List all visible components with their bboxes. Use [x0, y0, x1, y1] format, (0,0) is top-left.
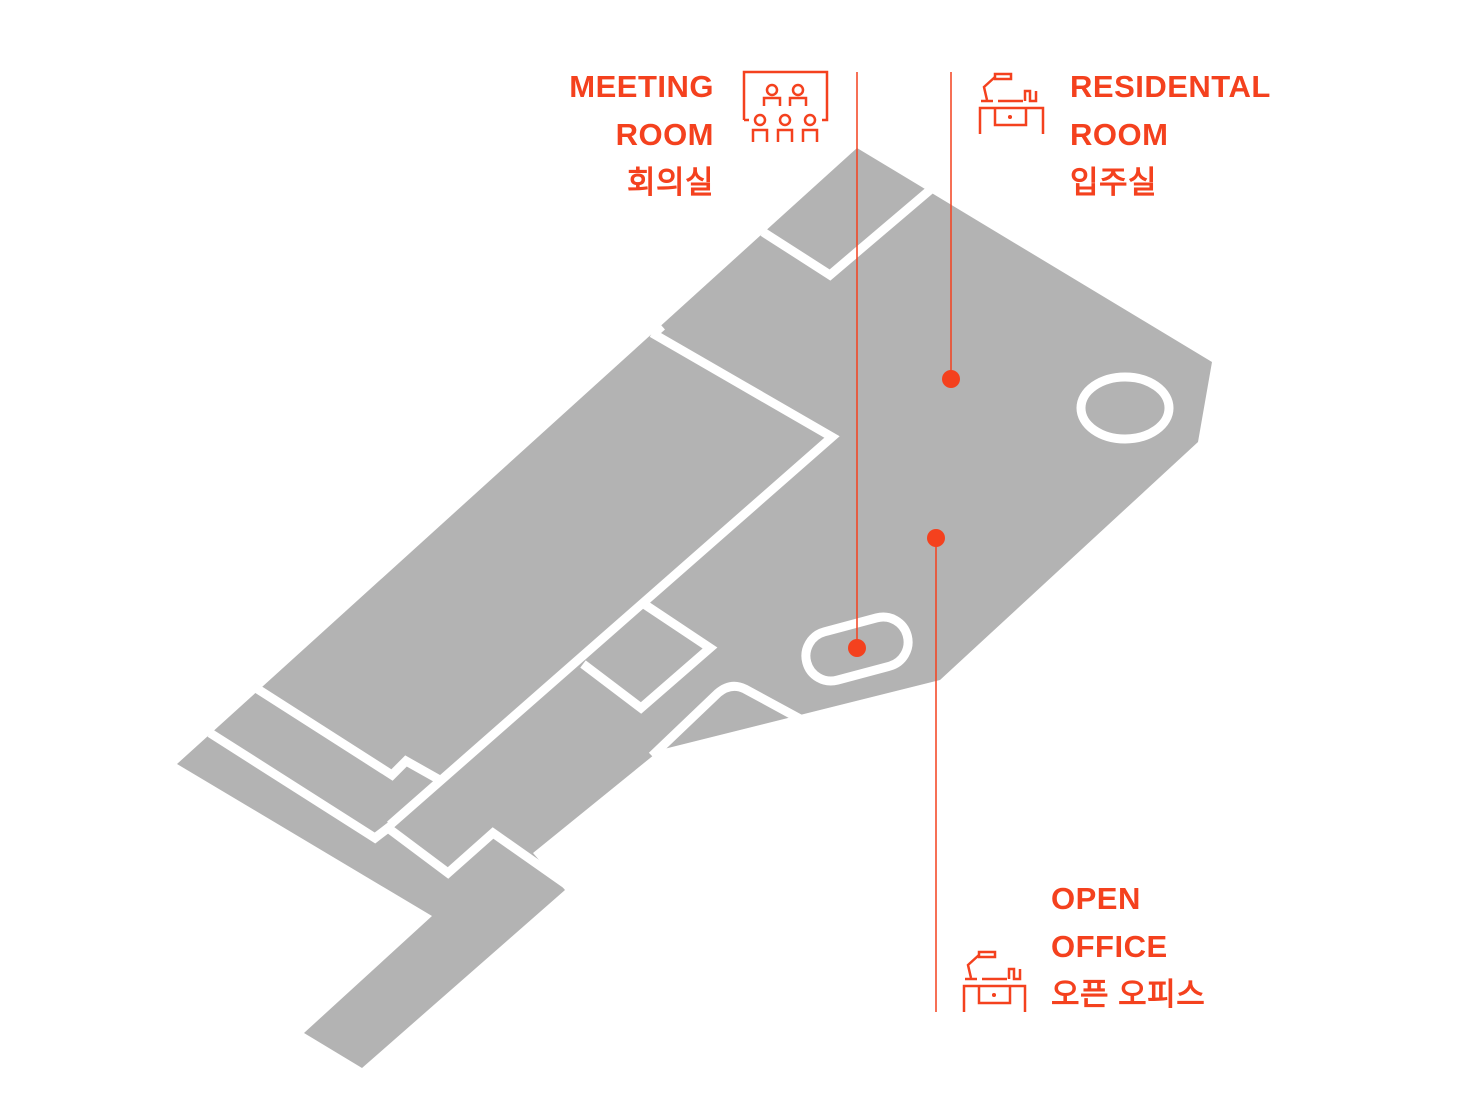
leader-lines: [856, 72, 952, 1012]
desk-lamp-icon: [978, 72, 1045, 134]
residental-room-marker[interactable]: [942, 370, 960, 388]
wall-strip-bottom: [207, 729, 570, 889]
round-table-right: [1076, 372, 1174, 444]
wall-top-room: [760, 186, 933, 281]
meeting-room-icon: [742, 70, 829, 142]
residental-room-label-korean: 입주실: [1070, 165, 1158, 200]
meeting-room-marker[interactable]: [848, 639, 866, 657]
wall-big-room-right: [387, 329, 840, 829]
residental-room-label: RESIDENTAL ROOM 입주실: [1070, 63, 1271, 207]
open-office-label-korean: 오픈 오피스: [1051, 977, 1206, 1012]
pill-table: [801, 612, 913, 686]
open-office-label: OPEN OFFICE 오픈 오피스: [1051, 875, 1205, 1019]
wall-small-box: [580, 600, 718, 714]
open-office-label-line1: OPEN: [1051, 881, 1141, 916]
meeting-room-label-korean: 회의실: [626, 165, 714, 200]
open-office-marker[interactable]: [927, 529, 945, 547]
wall-lobby: [648, 681, 805, 760]
walls: [207, 186, 1174, 889]
meeting-room-label-line2: ROOM: [615, 117, 714, 152]
meeting-room-label-line1: MEETING: [569, 69, 714, 104]
residental-room-label-line2: ROOM: [1070, 117, 1169, 152]
residental-room-label-line1: RESIDENTAL: [1070, 69, 1271, 104]
desk-lamp-icon: [962, 950, 1027, 1012]
wall-big-room-bottom: [253, 684, 441, 783]
meeting-room-label: MEETING ROOM 회의실: [569, 63, 714, 207]
open-office-label-line2: OFFICE: [1051, 929, 1168, 964]
